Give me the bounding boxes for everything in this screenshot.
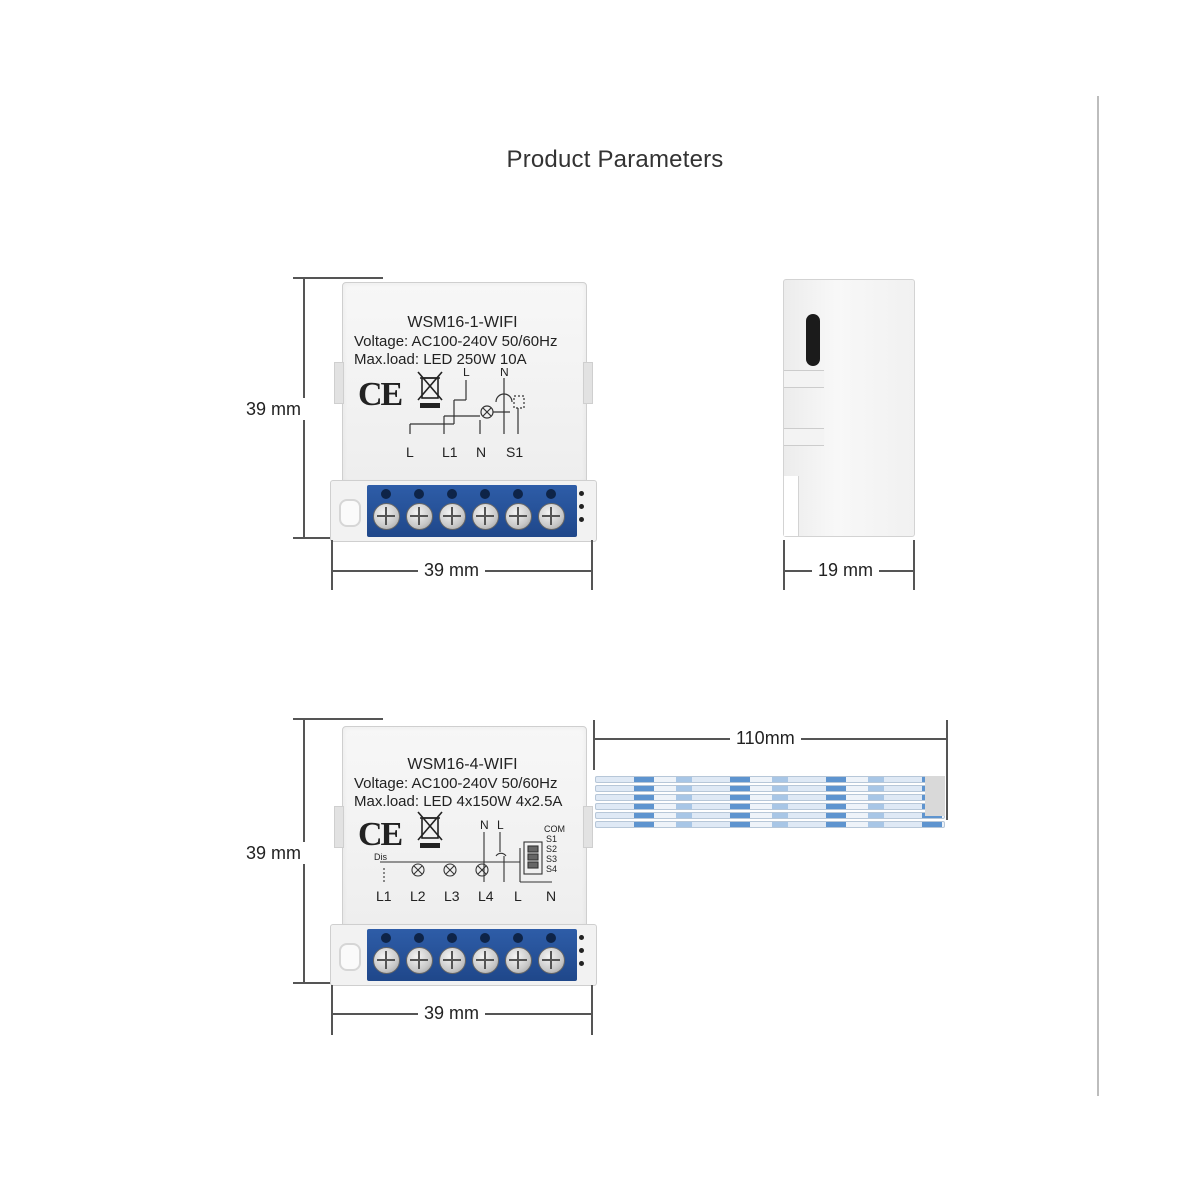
- screw-terminal-icon: [472, 503, 499, 530]
- module4-max-load: Max.load: LED 4x150W 4x2.5A: [354, 793, 563, 810]
- screw-terminal-icon: [472, 947, 499, 974]
- module1-diagram-L: L: [463, 368, 470, 379]
- page-title: Product Parameters: [506, 146, 724, 173]
- screw-terminal-icon: [406, 503, 433, 530]
- module1-wiring-diagram: L N: [409, 368, 525, 434]
- module4-height-label: 39 mm: [240, 842, 308, 864]
- module4-housing: [342, 726, 587, 928]
- side-view-device: [783, 279, 915, 537]
- lamp-icon: [443, 863, 457, 877]
- switch-label-s4: S4: [546, 864, 557, 874]
- module4-model: WSM16-4-WIFI: [407, 756, 518, 773]
- module1-voltage: Voltage: AC100-240V 50/60Hz: [354, 333, 558, 350]
- module4-device: WSM16-4-WIFI Voltage: AC100-240V 50/60Hz…: [330, 726, 597, 986]
- switch-label-s1: S1: [546, 834, 557, 844]
- lamp-icon: [475, 863, 489, 877]
- cable-ends: [925, 776, 945, 816]
- side-depth-label: 19 mm: [812, 559, 880, 581]
- module4-diagram-L: L: [497, 818, 504, 832]
- module1-diagram-N: N: [500, 368, 509, 379]
- weee-bin-icon: [417, 371, 443, 408]
- module4-wiring-diagram: N L Dis COM S1 S2 S3 S4: [374, 818, 565, 883]
- screw-terminal-icon: [373, 503, 400, 530]
- screw-terminal-icon: [406, 947, 433, 974]
- screw-terminal-icon: [538, 947, 565, 974]
- switch-label-s3: S3: [546, 854, 557, 864]
- ce-mark-icon: CE: [358, 376, 403, 413]
- screw-terminal-icon: [439, 503, 466, 530]
- screw-terminal-icon: [505, 503, 532, 530]
- module1-model: WSM16-1-WIFI: [407, 314, 518, 331]
- module1-housing: [342, 282, 587, 484]
- module4-diagram-N: N: [480, 818, 489, 832]
- screw-terminal-icon: [538, 503, 565, 530]
- module1-height-label: 39 mm: [240, 398, 308, 420]
- lamp-icon: [411, 863, 425, 877]
- weee-bin-icon: [417, 811, 443, 848]
- screw-terminal-icon: [439, 947, 466, 974]
- module4-width-label: 39 mm: [418, 1002, 486, 1024]
- switch-label-s2: S2: [546, 844, 557, 854]
- screw-terminal-icon: [505, 947, 532, 974]
- cable-length-label: 110mm: [730, 727, 801, 749]
- module4-terminal-block: [330, 924, 597, 986]
- module4-dis-label: Dis: [374, 852, 387, 862]
- module1-width-label: 39 mm: [418, 559, 486, 581]
- module4-cable-bundle: [595, 776, 945, 828]
- switch-label-com: COM: [544, 824, 565, 834]
- module4-voltage: Voltage: AC100-240V 50/60Hz: [354, 775, 558, 792]
- ce-mark-icon: CE: [358, 816, 403, 853]
- module1-terminal-block: [330, 480, 597, 542]
- module1-device: WSM16-1-WIFI Voltage: AC100-240V 50/60Hz…: [330, 282, 597, 542]
- screw-terminal-icon: [373, 947, 400, 974]
- module1-max-load: Max.load: LED 250W 10A: [354, 351, 527, 368]
- right-border-line: [1097, 96, 1099, 1096]
- side-slot: [806, 314, 820, 366]
